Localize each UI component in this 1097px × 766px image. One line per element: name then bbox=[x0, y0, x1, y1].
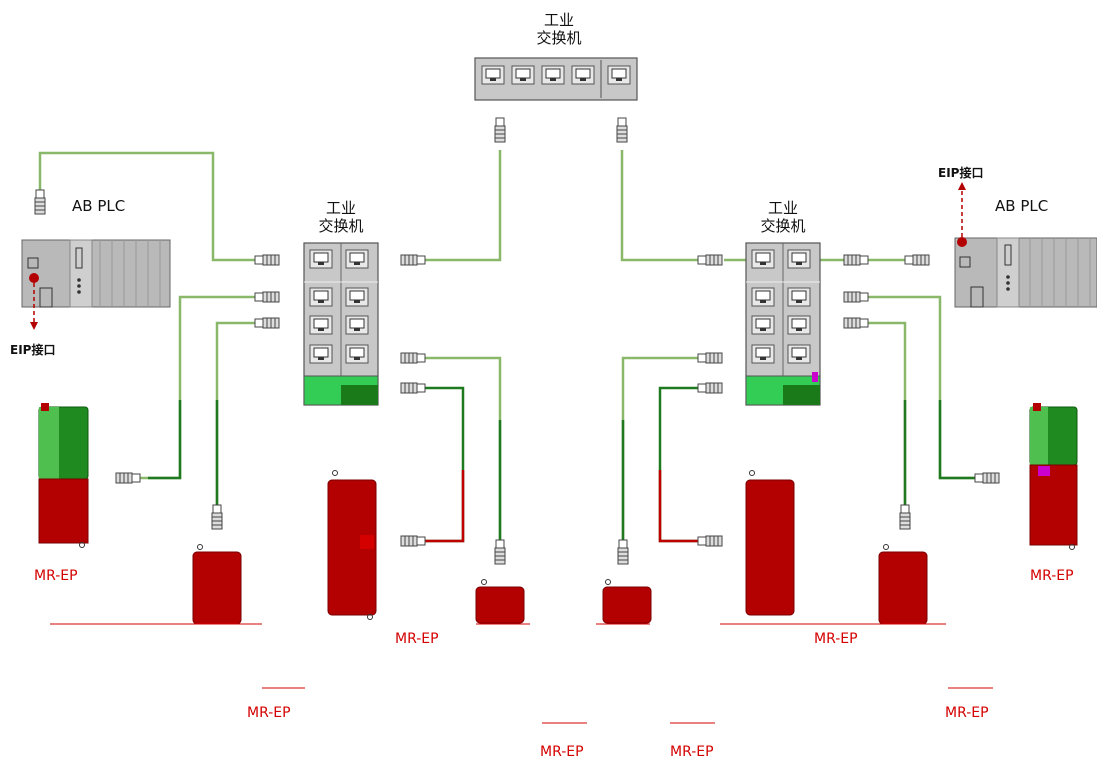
right-switch bbox=[745, 242, 821, 406]
cable-left-plc-switch bbox=[38, 151, 255, 262]
top-switch-label-line1: 工业 bbox=[543, 11, 574, 29]
drive-8 bbox=[974, 403, 1078, 550]
cable-top-switch-right bbox=[620, 150, 698, 262]
drive-label-2: MR-EP bbox=[247, 705, 291, 721]
drive-label-5: MR-EP bbox=[670, 744, 714, 760]
cable-right-sw-drive6-red bbox=[658, 470, 698, 543]
top-switch-label-line2: 交换机 bbox=[536, 29, 582, 47]
top-switch-plugs bbox=[494, 117, 628, 143]
drive-2 bbox=[50, 504, 262, 625]
left-switch-label-line2: 交换机 bbox=[318, 217, 364, 235]
left-switch bbox=[303, 242, 379, 406]
cable-left-sw-drive2 bbox=[215, 321, 255, 505]
cable-left-sw-drive4 bbox=[425, 386, 465, 543]
drive-4 bbox=[475, 539, 530, 625]
drive-1 bbox=[38, 403, 141, 548]
drive-label-marks bbox=[262, 687, 993, 724]
top-switch-label: 工业 交换机 bbox=[524, 11, 594, 47]
right-switch-label: 工业 交换机 bbox=[748, 199, 818, 235]
drive-label-4: MR-EP bbox=[540, 744, 584, 760]
left-switch-label-line1: 工业 bbox=[325, 199, 356, 217]
left-plc bbox=[21, 239, 171, 330]
drive-5 bbox=[596, 539, 652, 625]
cable-left-sw-drive1-dark bbox=[148, 400, 182, 480]
drive-6 bbox=[697, 470, 795, 616]
right-plc-label: AB PLC bbox=[995, 197, 1049, 215]
right-eip-port-label: EIP接口 bbox=[938, 166, 984, 180]
drive-label-6: MR-EP bbox=[814, 631, 858, 647]
cable-top-switch-left bbox=[425, 150, 502, 262]
right-switch-label-line1: 工业 bbox=[767, 199, 798, 217]
right-plc bbox=[954, 182, 1097, 308]
cable-right-sw-drive8 bbox=[868, 321, 907, 505]
left-plc-label: AB PLC bbox=[72, 197, 126, 215]
left-eip-port-label: EIP接口 bbox=[10, 343, 56, 357]
cable-right-sw-drive6 bbox=[658, 386, 698, 543]
drive-label-1: MR-EP bbox=[34, 568, 78, 584]
drive-3 bbox=[327, 470, 426, 620]
drive-label-7: MR-EP bbox=[945, 705, 989, 721]
cable-left-sw-drive4-red bbox=[425, 470, 465, 543]
drive-7 bbox=[720, 504, 946, 625]
right-switch-label-line2: 交换机 bbox=[760, 217, 806, 235]
left-switch-label: 工业 交换机 bbox=[306, 199, 376, 235]
drive-label-8: MR-EP bbox=[1030, 568, 1074, 584]
cable-right-sw-drive7-dark bbox=[938, 400, 975, 480]
top-switch bbox=[474, 57, 638, 101]
drive-label-3: MR-EP bbox=[395, 631, 439, 647]
cables bbox=[38, 150, 980, 543]
